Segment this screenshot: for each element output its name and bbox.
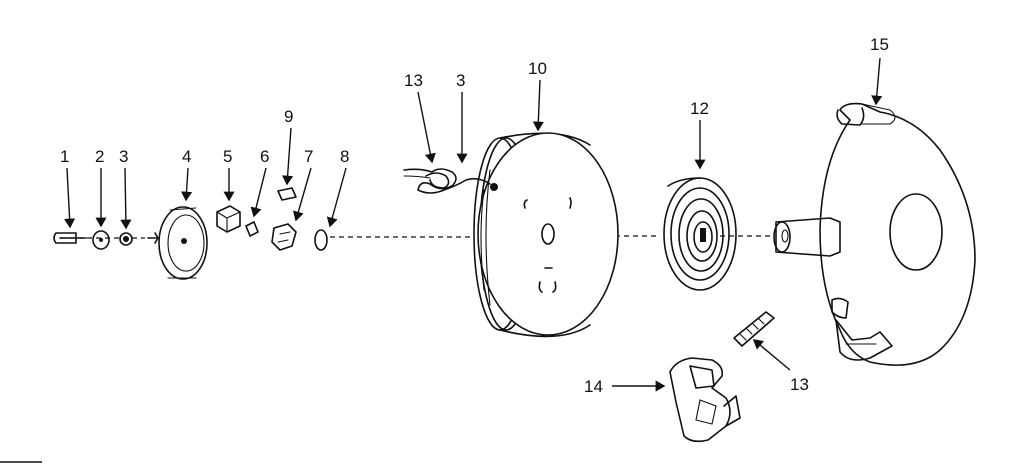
label-2: 2: [95, 147, 104, 166]
label-9: 9: [284, 107, 293, 126]
screw-part: [53, 232, 87, 244]
label-7: 7: [304, 147, 313, 166]
label-1: 1: [60, 147, 69, 166]
housing-part: [773, 102, 976, 366]
part-labels: 1 2 3 4 5 6 7 8 9 10 12 13 3 13 14 15: [60, 35, 889, 396]
pawl-part: [271, 223, 297, 251]
ring-part: [314, 229, 328, 251]
handle-part: [669, 357, 741, 443]
label-3-top: 3: [456, 71, 465, 90]
arrow-13-top: [417, 91, 436, 164]
label-13-top: 13: [404, 71, 423, 90]
recoil-spring-part: [663, 177, 737, 291]
rope-knot-part: [403, 168, 498, 194]
label-14: 14: [584, 377, 603, 396]
alignment-line: [60, 235, 775, 239]
arrow-9: [282, 127, 294, 186]
arrow-15: [871, 57, 883, 106]
retainer-plate-part: [147, 206, 208, 280]
label-5: 5: [223, 147, 232, 166]
label-13-bottom: 13: [790, 375, 809, 394]
rope-piece-part: [733, 311, 775, 347]
label-8: 8: [340, 147, 349, 166]
arrow-13-bottom: [752, 339, 791, 371]
upper-pawl-part: [277, 187, 297, 201]
label-3: 3: [119, 147, 128, 166]
washer-part: [92, 230, 110, 250]
arrow-10: [532, 79, 544, 132]
arrow-3: [120, 167, 132, 230]
label-6: 6: [260, 147, 269, 166]
leader-arrows: [63, 57, 883, 392]
label-12: 12: [690, 99, 709, 118]
arrow-1: [63, 167, 76, 229]
label-4: 4: [182, 147, 191, 166]
arrow-6: [250, 167, 267, 218]
small-washer-part: [119, 232, 133, 246]
label-10: 10: [528, 59, 547, 78]
small-spring-part: [245, 221, 259, 237]
arrow-4: [180, 167, 193, 202]
arrow-7: [292, 167, 312, 222]
pulley-part: [473, 132, 619, 338]
spacer-part: [216, 205, 241, 233]
label-15: 15: [870, 35, 889, 54]
arrow-8: [326, 167, 347, 228]
